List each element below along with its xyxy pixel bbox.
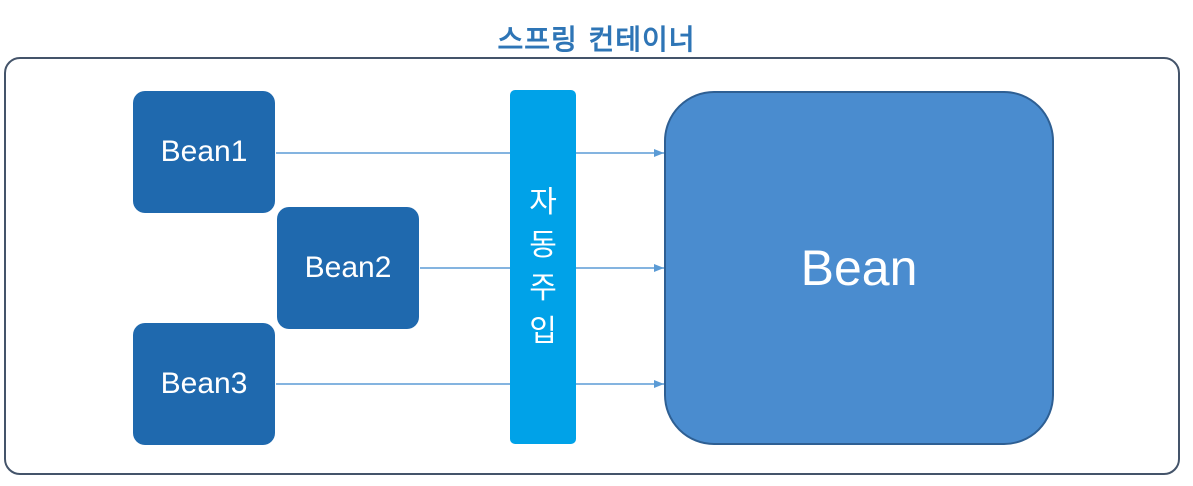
bean3-box: Bean3 [133, 323, 275, 445]
auto-injection-bar: 자 동 주 입 [510, 90, 576, 444]
bean2-box: Bean2 [277, 207, 419, 329]
bean1-box: Bean1 [133, 91, 275, 213]
spring-container-title: 스프링 컨테이너 [497, 23, 696, 56]
spring-container-frame [4, 57, 1180, 475]
injection-char-2: 동 [529, 228, 557, 263]
injection-char-3: 주 [529, 271, 557, 306]
injection-char-4: 입 [529, 314, 557, 349]
target-bean-box: Bean [664, 91, 1054, 445]
injection-char-1: 자 [529, 185, 557, 220]
